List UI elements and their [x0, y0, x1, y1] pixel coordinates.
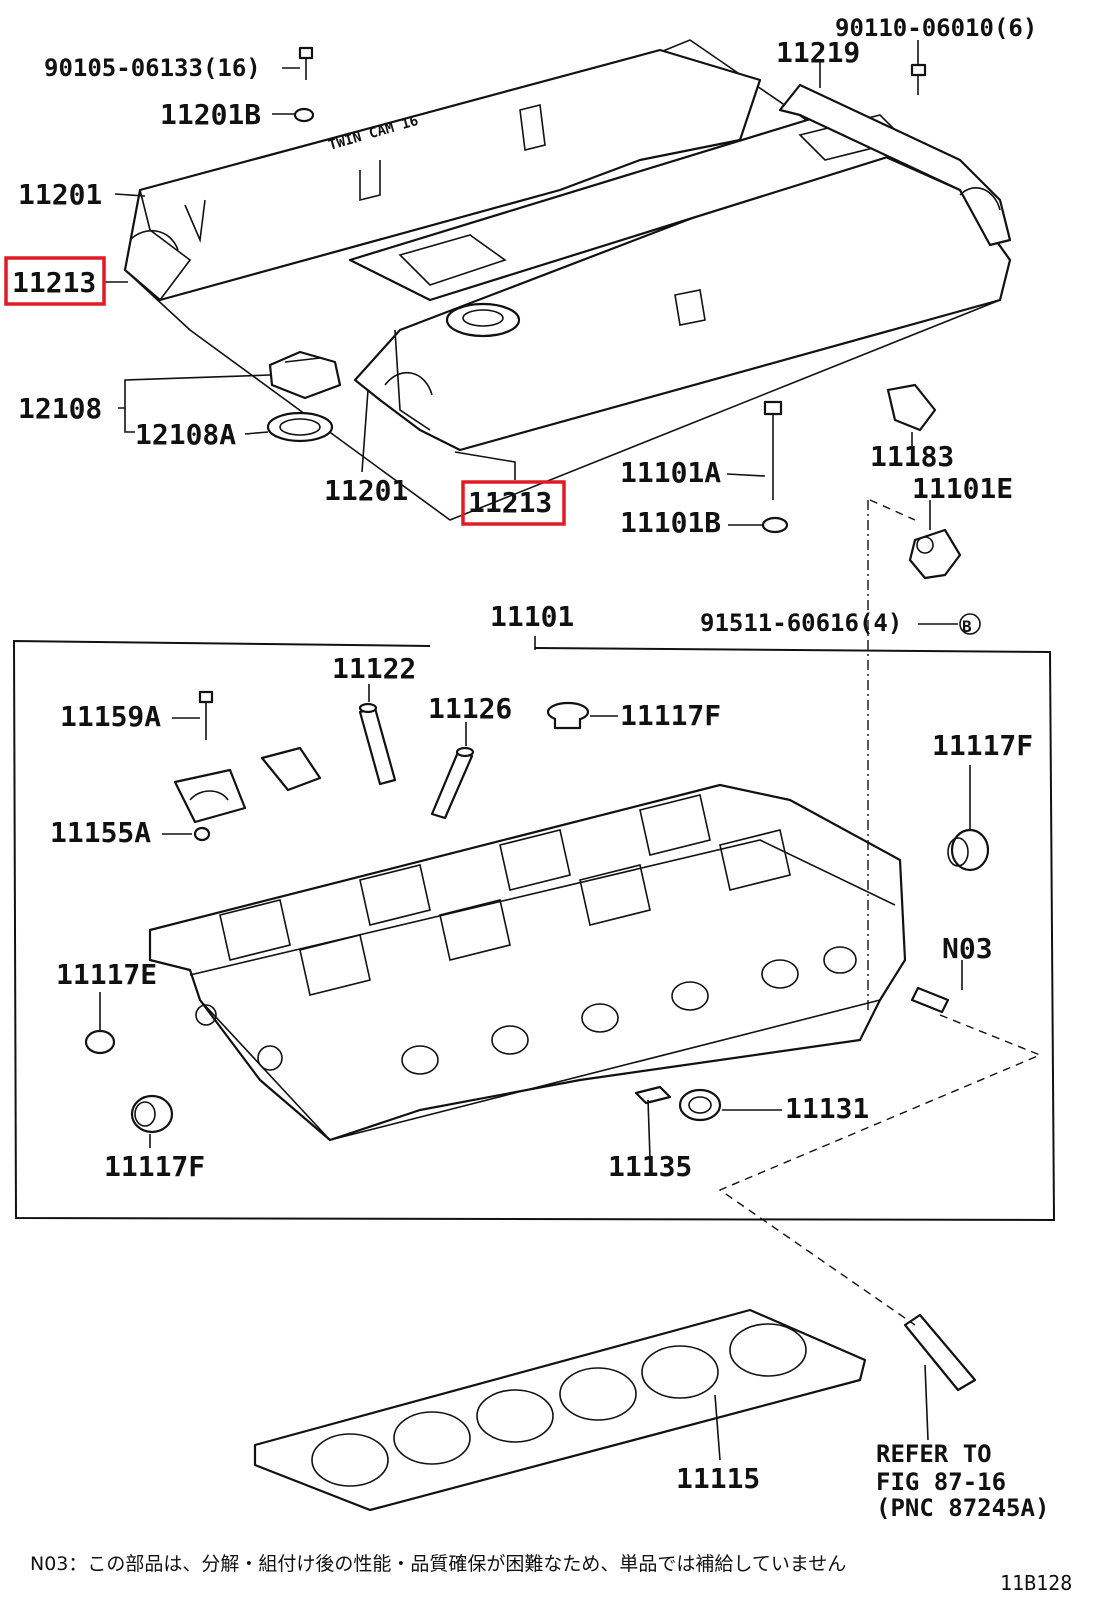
label-bolt-top-left: 90105-06133(16) [44, 54, 261, 82]
label-gasket-front: 11213 [468, 486, 552, 519]
plug-icon-e [84, 1029, 116, 1055]
valve-guide-icon-2 [430, 746, 475, 820]
label-bolt-top-right: 90110-06010(6) [835, 14, 1037, 42]
label-head-gasket: 11115 [676, 1462, 760, 1495]
plug-icon-top [546, 701, 590, 730]
oil-filler-cap-icon [268, 350, 342, 400]
label-plug-e: 11117E [56, 958, 157, 991]
label-sensor: 11101E [912, 472, 1013, 505]
dowel-icon [193, 826, 211, 842]
bolt-icon-top-right [910, 63, 927, 95]
cam-cap-icon [173, 746, 322, 824]
footnote: N03：この部品は、分解・組付け後の性能・品質確保が困難なため、単品では補給して… [30, 1553, 846, 1575]
label-cap: 12108 [18, 392, 102, 425]
pin-icon [910, 986, 950, 1014]
marker-b: B [959, 613, 981, 636]
leader-lines [99, 40, 1042, 1461]
label-ring: 11135 [608, 1150, 692, 1183]
label-grommet-top: 11201B [160, 98, 261, 131]
label-plug-bottom: 11117F [104, 1150, 205, 1183]
valve-cover-front [348, 108, 1012, 452]
stud-icon [763, 400, 783, 500]
cam-bolt-icon [198, 690, 214, 740]
plug-icon-right [947, 828, 990, 872]
grommet-icon [293, 107, 315, 123]
label-bolt-cam: 11159A [60, 700, 161, 733]
label-cover-left: 11201 [18, 178, 102, 211]
highlight-box-gasket-front [461, 480, 566, 526]
refer-line-2: FIG 87-16 [876, 1468, 1006, 1496]
label-gasket-left: 11213 [12, 266, 96, 299]
head-assembly-frame [12, 639, 1056, 1222]
label-plate-top-right: 11219 [776, 36, 860, 69]
label-seal: 11131 [785, 1092, 869, 1125]
end-plate [778, 83, 1012, 247]
head-gasket-icon [253, 1308, 867, 1512]
clip-icon [886, 383, 937, 432]
label-stud: 11101A [620, 456, 721, 489]
part-labels: 90105-06133(16) 11201B 11201 11213 90110… [12, 14, 1037, 1495]
marker-b-label: B [962, 617, 972, 636]
highlight-box-gasket-left [4, 256, 106, 306]
label-plug-right: 11117F [932, 729, 1033, 762]
washer-icon [761, 516, 789, 534]
label-cap-gasket: 12108A [135, 418, 236, 451]
plug-icon-bottom [130, 1094, 174, 1134]
label-clip: 11183 [870, 440, 954, 473]
label-cover-front: 11201 [324, 474, 408, 507]
tube-icon [903, 1313, 977, 1392]
cylinder-head-icon [148, 783, 907, 1142]
label-pin: N03 [942, 932, 993, 965]
bolt-icon-top-left [298, 46, 314, 80]
refer-line-3: (PNC 87245A) [876, 1494, 1049, 1522]
refer-line-1: REFER TO [876, 1440, 992, 1468]
label-head-assembly: 11101 [490, 600, 574, 633]
label-guide1: 11122 [332, 652, 416, 685]
cap-gasket-icon [266, 411, 334, 443]
label-bolt-b: 91511-60616(4) [700, 609, 902, 637]
seal-icon [678, 1088, 722, 1122]
ring-icon [634, 1085, 672, 1105]
figure-id: 11B128 [1000, 1571, 1072, 1595]
refer-note: REFER TO FIG 87-16 (PNC 87245A) [876, 1440, 1049, 1522]
label-guide2: 11126 [428, 692, 512, 725]
label-washer: 11101B [620, 506, 721, 539]
label-dowel: 11155A [50, 816, 151, 849]
valve-guide-icon-1 [358, 702, 397, 786]
label-plug-top: 11117F [620, 699, 721, 732]
cam-sensor-icon [908, 528, 962, 580]
